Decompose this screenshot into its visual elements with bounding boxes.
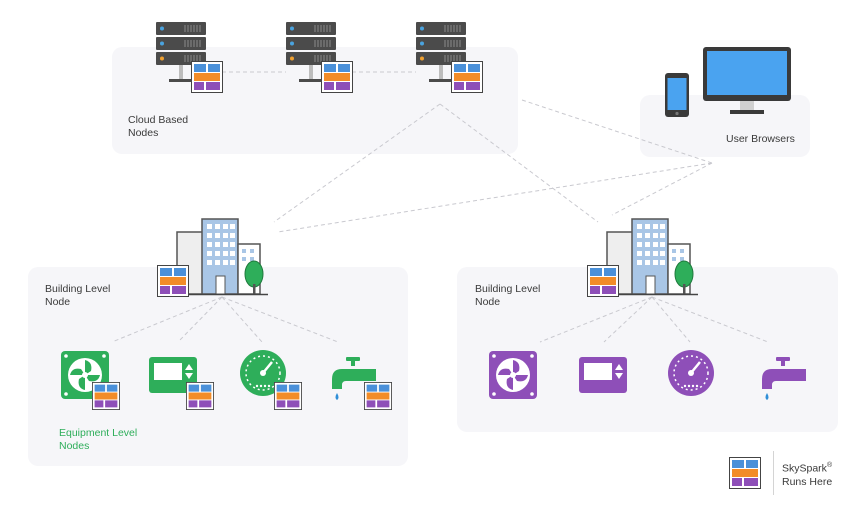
legend-subtitle: Runs Here: [782, 475, 833, 488]
user-browsers-label: User Browsers: [726, 133, 795, 145]
mobile-phone-icon: [665, 73, 689, 117]
buildings-icon: [606, 218, 698, 296]
skyspark-icon: [451, 61, 483, 93]
skyspark-icon: [186, 382, 214, 410]
water-faucet-icon: [332, 357, 376, 400]
cloud-nodes-label: Cloud Based Nodes: [128, 114, 189, 139]
legend-title: SkySpark: [782, 462, 827, 475]
skyspark-icon: [274, 382, 302, 410]
skyspark-icon: [92, 382, 120, 410]
skyspark-icon: [321, 61, 353, 93]
skyspark-icon: [157, 265, 189, 297]
building-left-label: Building Level Node: [45, 283, 111, 308]
server-icon: [286, 22, 336, 82]
desktop-monitor-icon: [703, 47, 791, 114]
building-right-label: Building Level Node: [475, 283, 541, 308]
skyspark-icon: [191, 61, 223, 93]
equipment-nodes-label: Equipment Level Nodes: [59, 427, 138, 452]
legend-divider: [773, 451, 774, 495]
thermostat-icon: [579, 357, 627, 393]
server-icon: [156, 22, 206, 82]
legend-label: SkySpark® Runs Here: [782, 459, 832, 489]
gauge-meter-icon: [668, 350, 714, 396]
skyspark-icon: [364, 382, 392, 410]
buildings-icon: [176, 218, 268, 296]
water-faucet-icon: [762, 357, 806, 400]
registered-mark: ®: [826, 462, 833, 469]
thermostat-icon: [149, 357, 197, 393]
skyspark-icon: [587, 265, 619, 297]
skyspark-legend-icon: [729, 457, 761, 489]
fan-icon: [489, 351, 537, 399]
